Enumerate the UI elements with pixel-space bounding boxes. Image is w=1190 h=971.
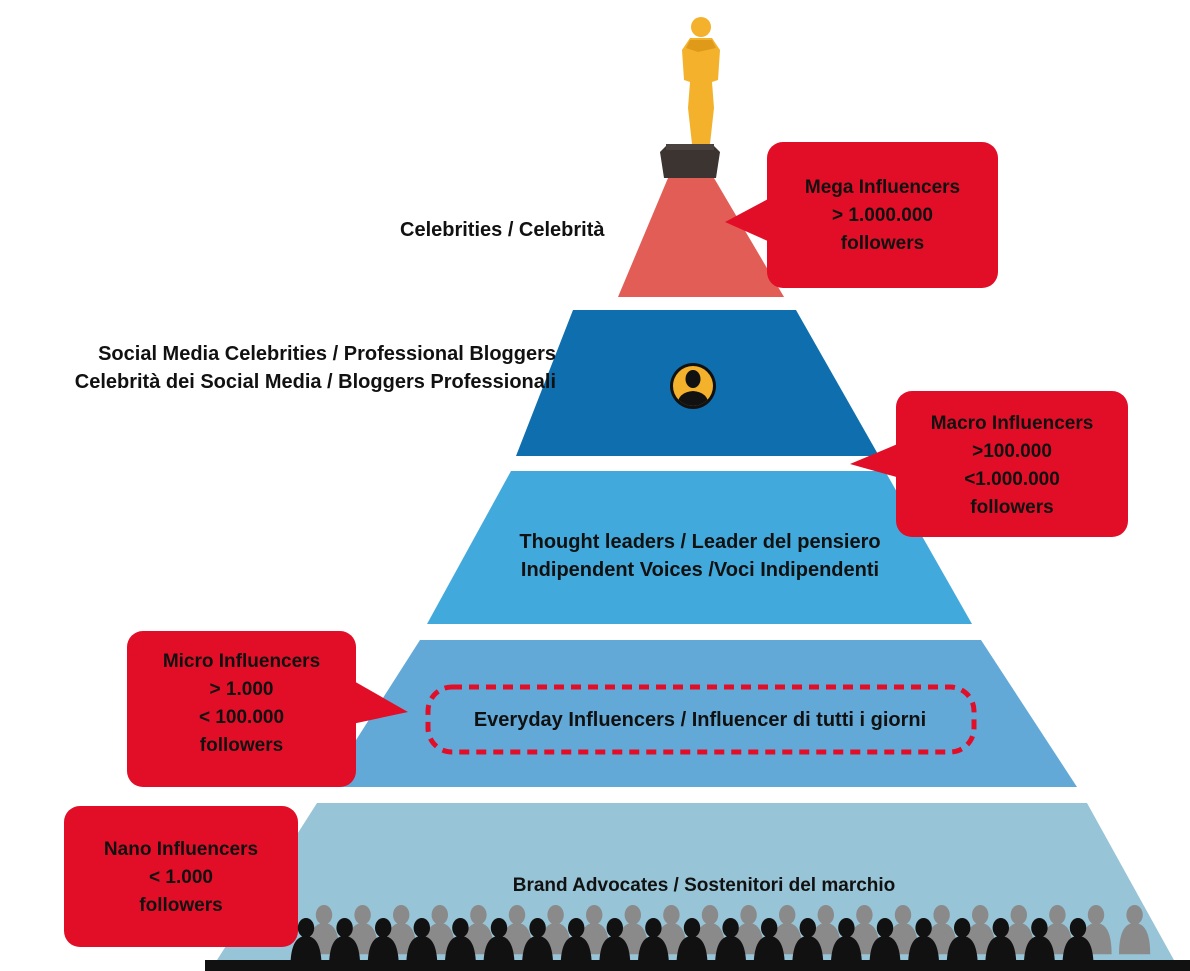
bubble-nano-line-1: Nano Influencers (103, 839, 259, 860)
crowd-front-person (406, 918, 438, 968)
tier-thought-shape (427, 471, 972, 624)
oscar-statue-icon (660, 17, 720, 178)
crowd-front-person (830, 918, 862, 968)
crowd-front-person (560, 918, 592, 968)
crowd-front-person (753, 918, 785, 968)
crowd-front-person (1062, 918, 1094, 968)
bubble-micro-text: Micro Influencers > 1.000 < 100.000 foll… (127, 648, 356, 760)
bubble-nano-line-3: followers (139, 895, 223, 916)
crowd-front-person (869, 918, 901, 968)
bubble-mega-shape (725, 142, 998, 288)
tier-brand-line: Brand Advocates / Sostenitori del marchi… (512, 875, 896, 896)
bubble-macro-line-3: <1.000.000 (964, 469, 1060, 490)
bubble-micro-line-4: followers (199, 735, 284, 756)
bubble-micro-line-3: < 100.000 (198, 707, 285, 728)
crowd-front-person (1023, 918, 1055, 968)
bubble-mega-line-2: > 1.000.000 (832, 205, 933, 226)
crowd-front-person (792, 918, 824, 968)
crowd-front-person (522, 918, 554, 968)
bubble-mega-line-3: followers (840, 233, 925, 254)
crowd-front-person (715, 918, 747, 968)
bubble-macro-shape (850, 391, 1128, 537)
tier-thought-label: Thought leaders / Leader del pensiero In… (519, 528, 880, 584)
tier-celebrities-line: Celebrities / Celebrità (400, 219, 605, 241)
bubble-macro-text: Macro Influencers >100.000 <1.000.000 fo… (896, 410, 1128, 522)
bubble-micro-line-1: Micro Influencers (162, 651, 321, 672)
tier-thought-line-1: Thought leaders / Leader del pensiero (519, 531, 881, 553)
bubble-mega-line-1: Mega Influencers (804, 177, 961, 198)
tier-brand-label: Brand Advocates / Sostenitori del marchi… (513, 872, 896, 900)
bubble-micro-line-2: > 1.000 (209, 679, 274, 700)
ground-bar (205, 960, 1190, 971)
tier-celebrities-label: Celebrities / Celebrità (400, 216, 605, 244)
crowd-front-person (908, 918, 940, 968)
bubble-macro-line-1: Macro Influencers (930, 413, 1094, 434)
everyday-dashed-outline (425, 684, 977, 755)
crowd-front-person (290, 918, 322, 968)
bubble-macro-line-4: followers (970, 497, 1054, 518)
crowd-front-person (985, 918, 1017, 968)
tier-social-label: Social Media Celebrities / Professional … (75, 340, 556, 396)
bubble-nano-shape (64, 692, 348, 947)
bubble-mega-text: Mega Influencers > 1.000.000 followers (767, 174, 998, 258)
bubble-macro-line-2: >100.000 (972, 441, 1052, 462)
crowd-front-person (367, 918, 399, 968)
bubble-nano-text: Nano Influencers < 1.000 followers (64, 836, 298, 920)
tier-social-line-2: Celebrità dei Social Media / Bloggers Pr… (74, 371, 556, 393)
tier-social-line-1: Social Media Celebrities / Professional … (98, 343, 556, 365)
tier-everyday-line: Everyday Influencers / Influencer di tut… (473, 709, 927, 731)
bubble-micro-shape (127, 631, 408, 787)
user-avatar-icon (670, 363, 716, 409)
tier-everyday-label: Everyday Influencers / Influencer di tut… (474, 706, 926, 734)
crowd-front-person (637, 918, 669, 968)
bubble-nano-line-2: < 1.000 (149, 867, 213, 888)
crowd-front-person (946, 918, 978, 968)
tier-thought-line-2: Indipendent Voices /Voci Indipendenti (520, 559, 880, 581)
crowd-silhouette-icon (290, 905, 1151, 968)
crowd-back-person (1119, 905, 1151, 955)
crowd-front-person (329, 918, 361, 968)
tier-celebrities-shape (618, 178, 784, 297)
crowd-front-person (444, 918, 476, 968)
crowd-front-person (676, 918, 708, 968)
crowd-front-person (599, 918, 631, 968)
crowd-front-person (483, 918, 515, 968)
